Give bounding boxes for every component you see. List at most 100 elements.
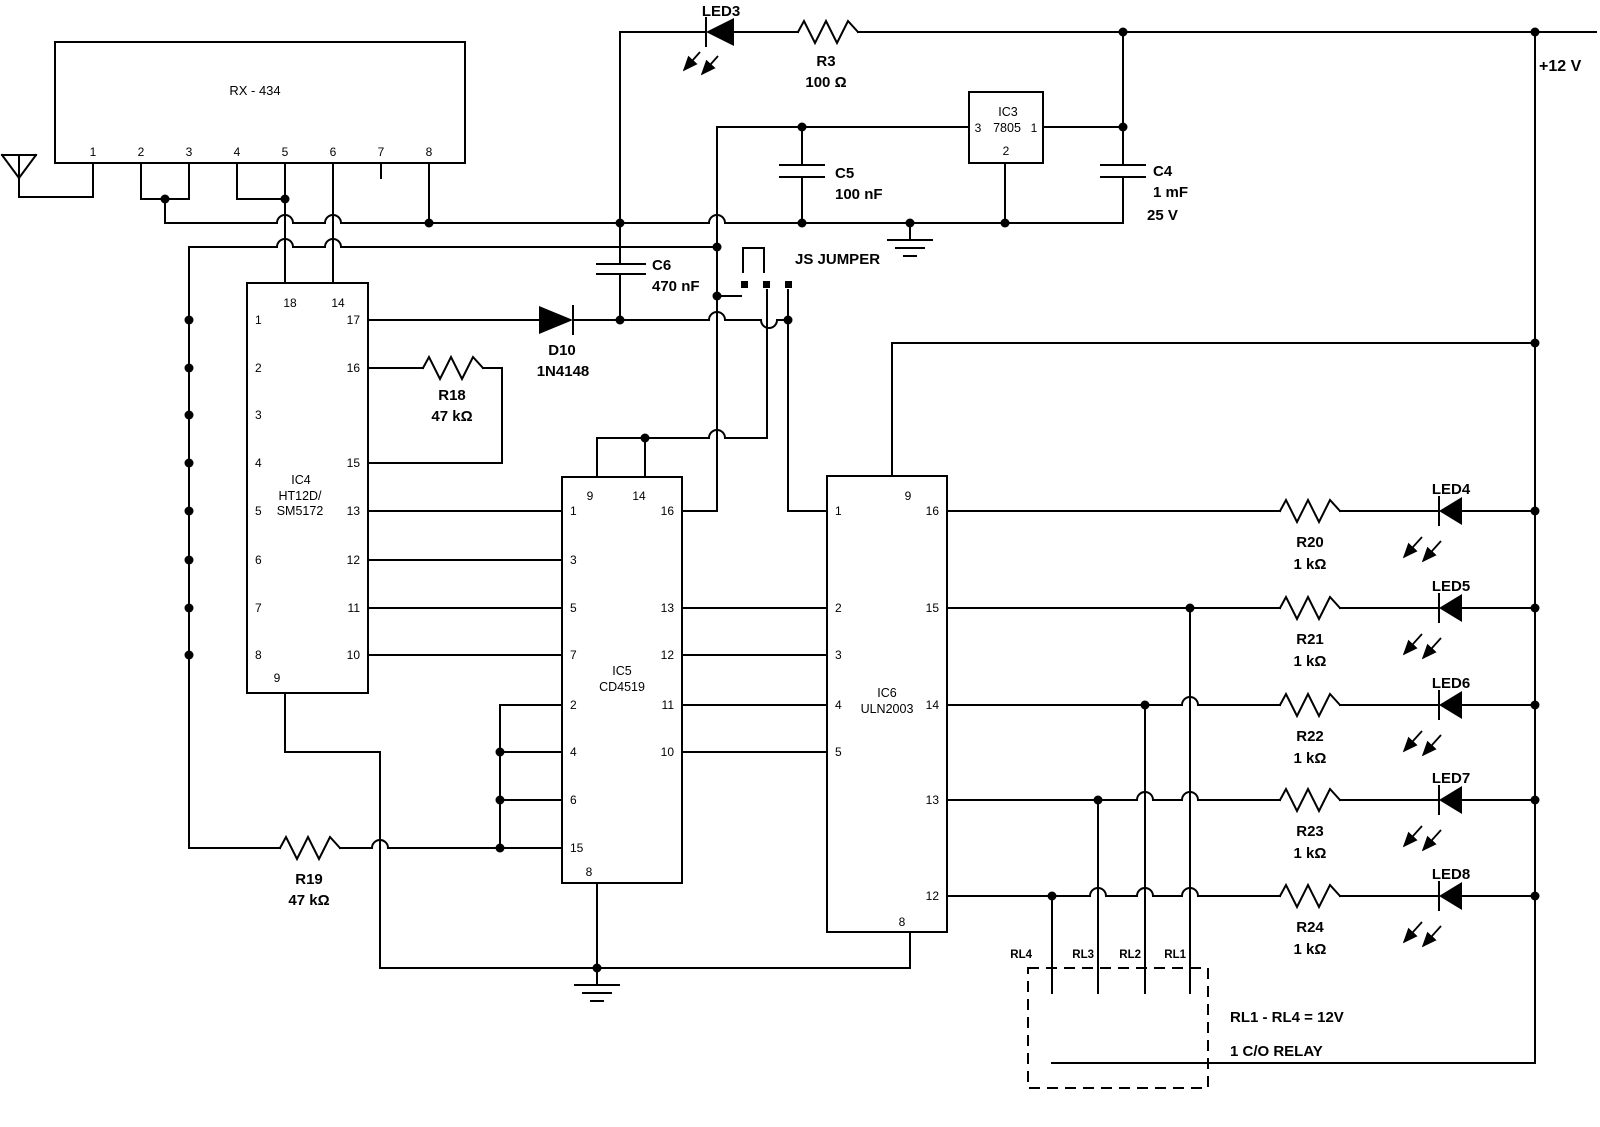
r3-resistor-icon	[796, 18, 860, 46]
antenna-icon	[0, 153, 38, 180]
ic5-pin-16: 16	[661, 504, 675, 518]
r20-label: R20	[1296, 534, 1324, 551]
d10-diode: D10 1N4148	[537, 305, 589, 380]
ic4-pin-l6: 6	[255, 553, 262, 567]
ic4-part-1: HT12D/	[278, 489, 322, 503]
relay-drive-wires	[1051, 607, 1191, 994]
c4-label: C4	[1153, 163, 1173, 180]
ic3-pin-gnd: 2	[1003, 144, 1010, 158]
r24-value: 1 kΩ	[1294, 941, 1327, 958]
r19-resistor: R19 47 kΩ	[278, 834, 342, 909]
r18-resistor: R18 47 kΩ	[421, 354, 485, 425]
r19-label: R19	[295, 871, 323, 888]
channel-led5: LED5 R21 1 kΩ	[1278, 578, 1470, 670]
wiring	[18, 31, 1597, 1064]
ic4-pin-l4: 4	[255, 456, 262, 470]
ic6-pin-15: 15	[926, 601, 940, 615]
ic6-com-wire	[891, 342, 1536, 477]
led4-arrow-2	[1421, 540, 1442, 563]
r3-label: R3	[816, 53, 835, 70]
ic6-pin-l4: 4	[835, 698, 842, 712]
led8-icon	[1439, 882, 1462, 910]
ic5-pin-l7: 7	[570, 648, 577, 662]
r22-value: 1 kΩ	[1294, 750, 1327, 767]
relay-box	[1027, 967, 1209, 1089]
r22-icon	[1278, 691, 1342, 719]
ic3-regulator: IC3 7805 3 1 2	[968, 91, 1044, 164]
channel-led4: LED4 R20 1 kΩ	[1278, 481, 1471, 573]
rx-pin-7: 7	[378, 145, 385, 159]
ic6-pin-12: 12	[926, 889, 940, 903]
wire-hop-down	[759, 318, 779, 329]
led3-arrow-2	[700, 55, 719, 76]
ic5-tie-bus	[499, 704, 563, 849]
led7-arrow-1	[1402, 825, 1423, 848]
rl2-label: RL2	[1119, 949, 1141, 961]
jumper-cap-icon	[742, 247, 765, 273]
ic4-pin-13: 13	[347, 504, 361, 518]
ic6-pin-l1: 1	[835, 504, 842, 518]
ic5-part: CD4519	[599, 680, 645, 694]
jumper-pad-1	[741, 281, 748, 288]
ic5-pin-l4: 4	[570, 745, 577, 759]
right-rail	[1051, 31, 1536, 1064]
ic5-pin-8: 8	[586, 865, 593, 879]
c5-value: 100 nF	[835, 186, 883, 203]
ic4-pin-9: 9	[274, 671, 281, 685]
ic5-label: IC5	[612, 664, 632, 678]
led5-arrow-2	[1421, 637, 1442, 660]
ic4-pin-l3: 3	[255, 408, 262, 422]
ic5-pin-13: 13	[661, 601, 675, 615]
relay-note-2: 1 C/O RELAY	[1230, 1043, 1323, 1060]
ic6-pin-8: 8	[899, 915, 906, 929]
jumper-pad-3	[785, 281, 792, 288]
ic6-pin-9: 9	[905, 489, 912, 503]
rl4-label: RL4	[1010, 949, 1032, 961]
led8-arrow-1	[1402, 921, 1423, 944]
led7-icon	[1439, 786, 1462, 814]
ic4-pin-12: 12	[347, 553, 361, 567]
ic3-pin-in: 1	[1031, 121, 1038, 135]
c6-value: 470 nF	[652, 278, 700, 295]
ic4-box	[246, 282, 369, 694]
ic4-label: IC4	[291, 473, 311, 487]
ic5-pin-l5: 5	[570, 601, 577, 615]
r23-value: 1 kΩ	[1294, 845, 1327, 862]
led8-arrow-2	[1421, 925, 1442, 948]
ic4-pin-l1: 1	[255, 313, 262, 327]
ic4-pin-14: 14	[331, 296, 345, 310]
ic6-pin-l2: 2	[835, 601, 842, 615]
ic4-pin-17: 17	[347, 313, 361, 327]
rx-pin-4: 4	[234, 145, 241, 159]
led3-label: LED3	[702, 3, 740, 20]
r3-value: 100 Ω	[805, 74, 846, 91]
r18-value: 47 kΩ	[431, 408, 472, 425]
ground-symbol-bottom	[574, 984, 620, 1002]
led7-arrow-2	[1421, 829, 1442, 852]
ic4-pin-18: 18	[283, 296, 297, 310]
c5-label: C5	[835, 165, 854, 182]
c6-label: C6	[652, 257, 671, 274]
ic4-ic5-lines	[367, 510, 563, 656]
r19-value: 47 kΩ	[288, 892, 329, 909]
channel-led7: LED7 R23 1 kΩ	[1278, 770, 1470, 862]
relay-block: RL4 RL3 RL2 RL1 RL1 - RL4 = 12V 1 C/O RE…	[1010, 949, 1344, 1089]
js-jumper: JS JUMPER	[741, 247, 880, 288]
r21-value: 1 kΩ	[1294, 653, 1327, 670]
ic5-pin-l2: 2	[570, 698, 577, 712]
junction-dots	[160, 27, 1540, 973]
rl3-label: RL3	[1072, 949, 1094, 961]
ic4-pin-l2: 2	[255, 361, 262, 375]
ic4-pin-l7: 7	[255, 601, 262, 615]
rx-pin-2: 2	[138, 145, 145, 159]
ic5-pin-l3: 3	[570, 553, 577, 567]
led3-icon	[706, 18, 734, 46]
c4-rating: 25 V	[1147, 207, 1178, 224]
ic4-pin-16: 16	[347, 361, 361, 375]
ic5-pin-9: 9	[587, 489, 594, 503]
ic3-pin-out: 3	[975, 121, 982, 135]
led4-icon	[1439, 497, 1462, 525]
r18-label: R18	[438, 387, 466, 404]
